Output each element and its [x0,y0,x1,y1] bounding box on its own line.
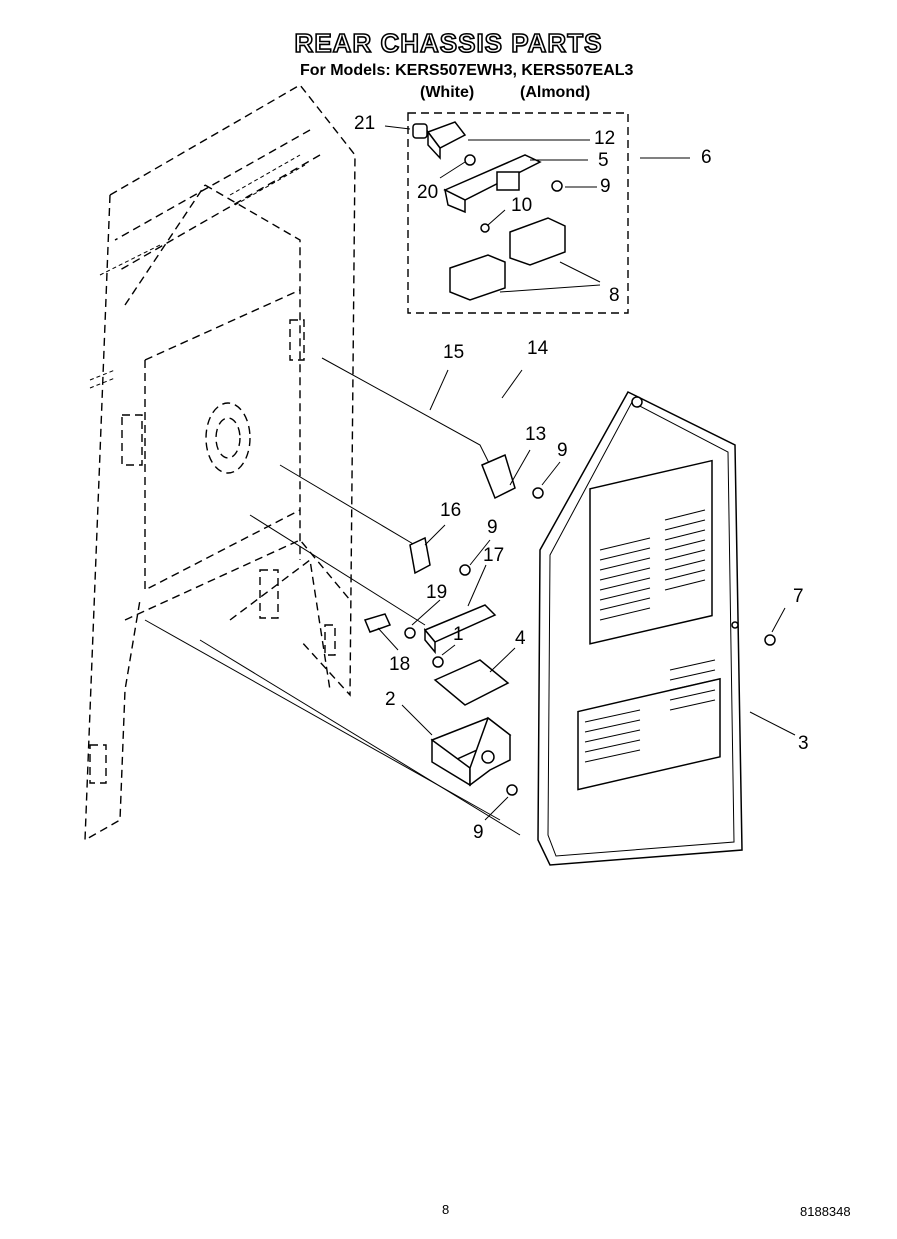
part-17-terminal-strip [423,604,497,655]
callout-14: 14 [527,338,549,359]
upper-vent-grille [599,509,706,621]
callout-20: 20 [417,182,439,203]
part-18-clip [363,613,392,633]
part-19-screw [404,627,416,639]
part-13-bracket [481,453,516,500]
callout-1: 1 [453,624,464,645]
part-20-screw [464,154,476,166]
part-12-terminal-block [426,121,467,160]
part-9-screw-a [551,180,563,192]
callout-19: 19 [426,582,448,603]
callout-17: 17 [483,545,505,566]
page-number: 8 [442,1202,450,1217]
part-9-screw-d [506,784,518,796]
callout-4: 4 [515,628,526,649]
callout-9-c: 9 [487,517,498,538]
part-5-bracket [443,154,542,214]
part-4-plate [433,659,510,706]
callout-10: 10 [511,195,533,216]
callout-8: 8 [609,285,620,306]
callout-2: 2 [385,689,396,710]
callout-9-a: 9 [600,176,611,197]
part-10-screw [480,223,490,233]
callout-21: 21 [354,113,376,134]
page-title: REAR CHASSIS PARTS [294,27,603,59]
part-2-bracket [430,716,512,787]
part-3-rear-panel [537,391,743,866]
lower-vent-grille [584,659,716,763]
callout-9-d: 9 [473,822,484,843]
assembly-6-box [407,112,629,314]
callout-12: 12 [594,128,616,149]
model-numbers: For Models: KERS507EWH3, KERS507EAL3 [300,62,634,79]
part-16-block [409,536,431,575]
part-8-insulators [449,217,566,301]
callout-16: 16 [440,500,462,521]
document-number: 8188348 [800,1204,851,1219]
callout-18: 18 [389,654,411,675]
variant-white-label: (White) [420,84,475,101]
callout-6: 6 [701,147,712,168]
part-7-screw [764,634,776,646]
part-1-screw [432,656,444,668]
part-9-screw-c [459,564,471,576]
callout-9-b: 9 [557,440,568,461]
callout-5: 5 [598,150,609,171]
oven-body-outline [84,84,356,842]
part-21-nut [412,123,428,139]
callout-13: 13 [525,424,547,445]
wiring-lines [144,357,521,836]
part-9-screw-b [532,487,544,499]
callout-7: 7 [793,586,804,607]
callout-3: 3 [798,733,809,754]
callout-leaders [377,125,796,821]
callout-15: 15 [443,342,465,363]
variant-almond-label: (Almond) [520,84,591,101]
